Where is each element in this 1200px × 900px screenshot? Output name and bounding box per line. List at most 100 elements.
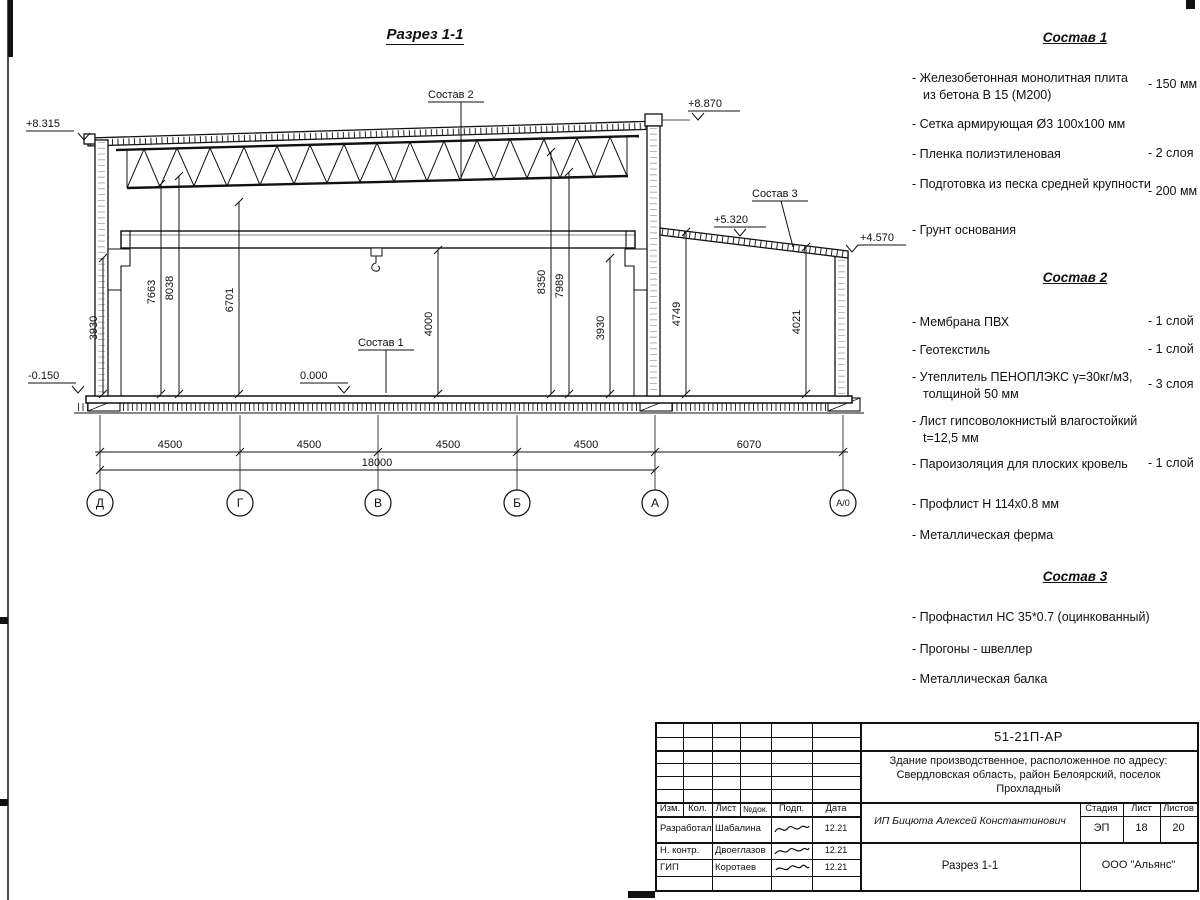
composition-qty: - 3 слоя bbox=[1148, 377, 1194, 391]
col-header-list: Лист bbox=[715, 803, 737, 815]
organization-name: ООО "Альянс" bbox=[1101, 859, 1176, 872]
hdim-label: 4500 bbox=[158, 439, 182, 451]
signature-razrabotal bbox=[771, 816, 812, 842]
hdim-total-label: 18000 bbox=[362, 457, 393, 469]
building-linework bbox=[74, 113, 864, 414]
axis-label: А bbox=[651, 496, 659, 510]
sheet-value: 18 bbox=[1135, 822, 1148, 835]
corbels bbox=[107, 248, 648, 291]
composition-title: Состав 1 bbox=[1042, 30, 1108, 45]
vdim-label: 6701 bbox=[224, 288, 236, 312]
composition-qty: - 200 мм bbox=[1148, 184, 1198, 198]
stage-value: ЭП bbox=[1093, 822, 1110, 835]
signature-icon bbox=[775, 864, 809, 870]
axis-label: Д bbox=[96, 496, 104, 510]
col-header-podp: Подп. bbox=[778, 803, 805, 815]
hdim-label: 4500 bbox=[436, 439, 460, 451]
composition-item: - Металлическая ферма bbox=[912, 528, 1054, 542]
composition-item: - Пароизоляция для плоских кровель bbox=[912, 457, 1128, 471]
signature-nkontr bbox=[771, 842, 812, 859]
elevation-label: +8.315 bbox=[26, 118, 60, 130]
composition-qty: - 1 слой bbox=[1148, 342, 1194, 356]
composition-qty: - 150 мм bbox=[1148, 77, 1198, 91]
left-wall bbox=[94, 139, 109, 397]
crane-beam bbox=[120, 230, 636, 249]
sheets-value: 20 bbox=[1172, 822, 1185, 835]
composition-item: - Металлическая балка bbox=[912, 672, 1048, 686]
callout-leader-sostav3 bbox=[752, 200, 808, 248]
vdim-label: 3930 bbox=[88, 316, 100, 340]
composition-item: - Лист гипсоволокнистый влагостойкий t=1… bbox=[912, 414, 1138, 445]
composition-item: - Грунт основания bbox=[912, 223, 1017, 237]
col-header-ndok: №док. bbox=[743, 803, 768, 814]
dimension-lines bbox=[95, 147, 848, 490]
col-header-izm: Изм. bbox=[659, 803, 681, 815]
axis-label: А/0 bbox=[836, 498, 850, 508]
stage-label: Стадия bbox=[1085, 803, 1118, 815]
callout-leader-sostav1 bbox=[358, 349, 414, 393]
vdim-label: 8350 bbox=[536, 270, 548, 294]
client-name: ИП Бицюта Алексей Константинович bbox=[874, 815, 1066, 828]
crane-hook bbox=[370, 247, 383, 272]
axis-bubbles bbox=[86, 489, 857, 517]
date-razrabotal: 12.21 bbox=[824, 823, 848, 834]
elevation-label: +4.570 bbox=[860, 232, 894, 244]
sheets-label: Листов bbox=[1163, 803, 1194, 815]
role-razrabotal: Разработал bbox=[660, 823, 712, 835]
composition-item: - Мембрана ПВХ bbox=[912, 315, 1010, 329]
composition-item: - Профлист Н 114x0.8 мм bbox=[912, 497, 1059, 511]
vdim-label: 4021 bbox=[791, 310, 803, 334]
axis-label: Б bbox=[513, 496, 521, 510]
date-gip: 12.21 bbox=[824, 861, 848, 872]
vdim-label: 7989 bbox=[554, 274, 566, 298]
sheet-label: Лист bbox=[1131, 803, 1152, 815]
composition-title: Состав 2 bbox=[1042, 270, 1108, 285]
name-gip: Коротаев bbox=[715, 861, 757, 873]
drawing-title-text: Разрез 1-1 bbox=[386, 26, 464, 45]
hdim-label: 4500 bbox=[574, 439, 598, 451]
drawing-title: Разрез 1-1 bbox=[360, 26, 490, 45]
roof-truss bbox=[115, 134, 640, 190]
signature-gip bbox=[771, 859, 812, 876]
project-description-text: Здание производственное, расположенное п… bbox=[889, 755, 1168, 795]
hdim-label: 4500 bbox=[297, 439, 321, 451]
date-nkontr: 12.21 bbox=[824, 844, 848, 855]
composition-qty: - 1 слой bbox=[1148, 456, 1194, 470]
vdim-label: 4000 bbox=[423, 312, 435, 336]
callout-label: Состав 3 bbox=[752, 188, 798, 200]
doc-number: 51-21П-АР bbox=[994, 728, 1063, 744]
composition-item: - Профнастил НС 35*0.7 (оцинкованный) bbox=[912, 610, 1150, 624]
hdim-label: 6070 bbox=[737, 439, 761, 451]
roof-edge-left bbox=[83, 133, 96, 145]
compositions-panel: Состав 1 - Железобетонная монолитная пли… bbox=[910, 0, 1200, 715]
project-description: Здание производственное, расположенное п… bbox=[860, 750, 1197, 802]
title-block: 51-21П-АР Здание производственное, распо… bbox=[655, 722, 1199, 892]
composition-title: Состав 3 bbox=[1042, 569, 1108, 584]
vdim-label: 4749 bbox=[671, 302, 683, 326]
composition-item: - Подготовка из песка средней крупности bbox=[912, 177, 1151, 191]
col-header-data: Дата bbox=[825, 803, 847, 815]
composition-item: - Железобетонная монолитная плита из бет… bbox=[912, 71, 1128, 102]
vdim-label: 8038 bbox=[164, 276, 176, 300]
parapet-right bbox=[644, 113, 663, 127]
elevation-label: 0.000 bbox=[300, 370, 328, 382]
elevation-label: -0.150 bbox=[28, 370, 59, 382]
elevation-label: +5.320 bbox=[714, 214, 748, 226]
right-wall bbox=[646, 125, 661, 397]
role-gip: ГИП bbox=[660, 861, 679, 873]
axis-label: В bbox=[374, 496, 382, 510]
callout-leader-sostav2 bbox=[428, 101, 484, 180]
signature-icon bbox=[774, 847, 810, 854]
composition-item: - Геотекстиль bbox=[912, 343, 991, 357]
composition-item: - Прогоны - швеллер bbox=[912, 642, 1033, 656]
axis-label: Г bbox=[237, 496, 244, 510]
composition-qty: - 2 слоя bbox=[1148, 146, 1194, 160]
composition-qty: - 1 слой bbox=[1148, 314, 1194, 328]
callout-label: Состав 1 bbox=[358, 337, 404, 349]
vdim-label: 7663 bbox=[146, 280, 158, 304]
composition-item: - Пленка полиэтиленовая bbox=[912, 147, 1061, 161]
floor-slab bbox=[85, 395, 853, 404]
